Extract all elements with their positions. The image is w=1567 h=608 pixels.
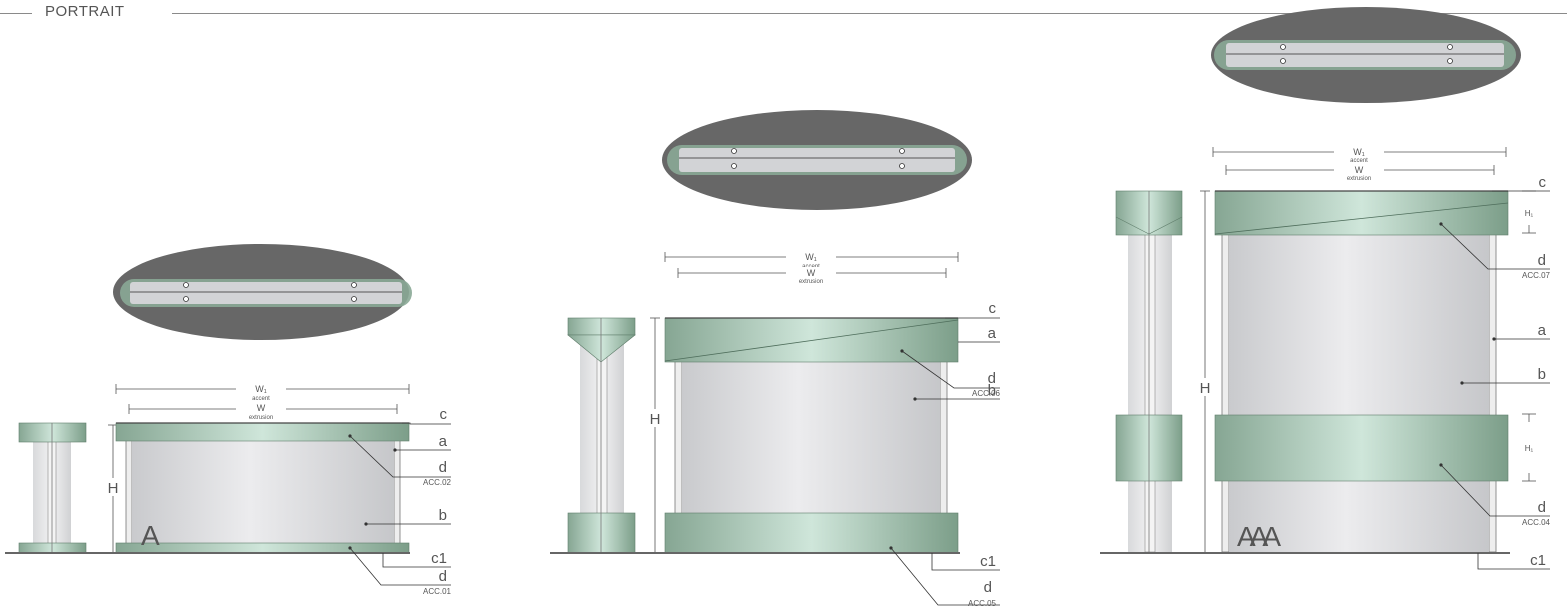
label-acc-top: ACC.06: [972, 389, 1001, 398]
label-c1: c1: [980, 553, 996, 570]
dim-w-sub: extrusion: [249, 415, 273, 421]
label-a: a: [439, 433, 448, 450]
label-d-top: d: [1538, 252, 1546, 269]
fixing-point: [183, 282, 189, 288]
bottom-accent-band: [664, 512, 959, 554]
dim-w-label: W: [807, 268, 816, 278]
dim-w-sub: extrusion: [799, 279, 823, 285]
side-top-band: [18, 422, 87, 443]
label-acc-bottom: ACC.05: [968, 599, 997, 608]
left-post: [125, 439, 133, 547]
top-accent-band: [115, 422, 410, 442]
sign-letter: A: [141, 520, 160, 551]
label-b: b: [1538, 366, 1546, 383]
fixing-point: [351, 282, 357, 288]
side-bottom-band: [18, 542, 87, 554]
header-rule-left: [0, 13, 32, 14]
dim-h1-label-2: H₁: [1525, 444, 1534, 453]
label-c1: c1: [1530, 552, 1546, 569]
sign-a-plan-view: [113, 244, 412, 340]
label-c: c: [989, 300, 997, 317]
sign-aa: W₁ accent W extrusion H: [550, 110, 1001, 608]
dim-w-label: W: [257, 403, 266, 413]
dim-h1-label: H₁: [1525, 209, 1534, 218]
section-title: PORTRAIT: [45, 3, 125, 20]
dim-w1-label: W₁: [1353, 147, 1365, 157]
sign-aa-plan-view: [662, 110, 972, 210]
label-c1: c1: [431, 550, 447, 567]
sign-aaa-front-view: W₁ accent W extrusion H AAA: [1195, 145, 1551, 570]
dim-w1-label: W₁: [255, 384, 267, 394]
sign-a-side-view: [5, 422, 100, 554]
label-a: a: [988, 325, 997, 342]
label-b: b: [988, 382, 996, 399]
sign-aaa-side-view: [1100, 190, 1200, 554]
sign-aaa: W₁ accent W extrusion H AAA: [1100, 7, 1551, 570]
label-c: c: [1539, 174, 1547, 191]
dim-w1-sub: accent: [1350, 158, 1368, 164]
label-d-bottom: d: [1538, 499, 1546, 516]
sign-panel: [132, 440, 394, 546]
sign-aa-front-view: W₁ accent W extrusion H: [645, 250, 1001, 608]
plan-panel: [130, 282, 402, 304]
plan-panel: [679, 148, 955, 172]
top-accent-band: [1214, 190, 1509, 236]
dim-h-label: H: [1200, 380, 1211, 397]
sign-panel: [1229, 234, 1489, 552]
sign-panel: [682, 334, 940, 514]
dim-w-sub: extrusion: [1347, 176, 1371, 182]
dim-w-label: W: [1355, 165, 1364, 175]
sign-a: W₁ accent W extrusion H A: [5, 244, 452, 596]
fixing-point: [183, 296, 189, 302]
sign-aa-side-view: [550, 317, 650, 554]
label-d-top: d: [439, 459, 447, 476]
dim-w1-sub: accent: [252, 396, 270, 402]
label-b: b: [439, 507, 447, 524]
sign-a-front-view: W₁ accent W extrusion H A: [100, 382, 452, 596]
top-accent-band: [664, 317, 959, 363]
label-c: c: [440, 406, 448, 423]
fixing-point: [351, 296, 357, 302]
label-acc-bottom: ACC.04: [1522, 518, 1551, 527]
label-acc-top: ACC.02: [423, 478, 452, 487]
label-a: a: [1538, 322, 1547, 339]
label-d-bottom: d: [984, 579, 992, 596]
bottom-accent-band: [115, 542, 410, 554]
sign-letter: AAA: [1237, 521, 1281, 552]
dim-h-label: H: [650, 411, 661, 428]
sign-a-leaders: [349, 422, 451, 586]
label-d-bottom: d: [439, 568, 447, 585]
sign-aaa-plan-view: [1211, 7, 1521, 103]
header-rule-right: [172, 13, 1567, 14]
dim-w1-label: W₁: [805, 252, 817, 262]
label-acc-bottom: ACC.01: [423, 587, 452, 596]
dim-h-label: H: [108, 480, 119, 497]
label-acc-top: ACC.07: [1522, 271, 1551, 280]
right-post: [393, 439, 401, 547]
label-d-top: d: [988, 370, 996, 387]
middle-accent-band: [1214, 414, 1509, 482]
